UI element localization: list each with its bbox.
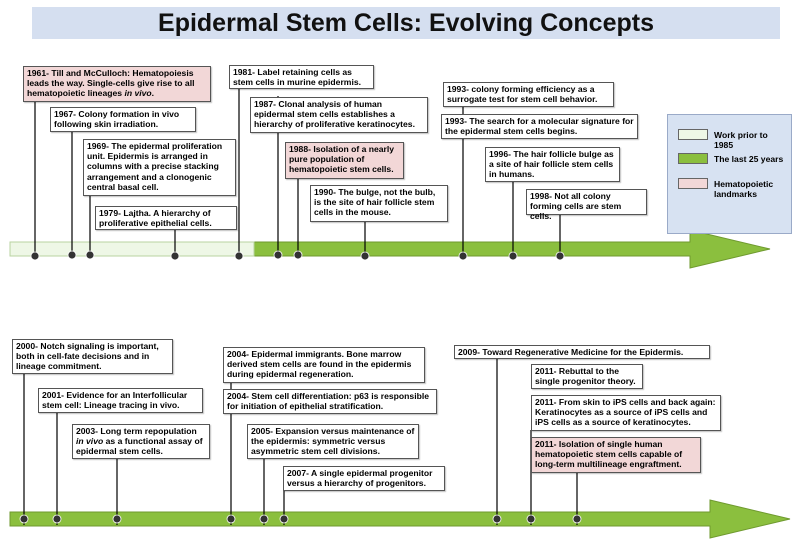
prior-work-segment (9, 241, 255, 257)
event-2009: 2009- Toward Regenerative Medicine for t… (454, 345, 710, 359)
event-2001: 2001- Evidence for an Interfollicular st… (38, 388, 203, 413)
legend-swatch-hematopoietic (678, 178, 708, 189)
page-title: Epidermal Stem Cells: Evolving Concepts (158, 8, 654, 37)
bottom-connectors (23, 357, 578, 525)
event-2011-rebuttal: 2011- Rebuttal to the single progenitor … (531, 364, 643, 389)
bottom-markers (19, 514, 582, 524)
event-1981: 1981- Label retaining cells as stem cell… (229, 65, 374, 89)
event-1969: 1969- The epidermal proliferation unit. … (83, 139, 236, 196)
event-2004-immigrants: 2004- Epidermal immigrants. Bone marrow … (223, 347, 425, 383)
event-1979: 1979- Lajtha. A hierarchy of proliferati… (95, 206, 237, 230)
event-1998: 1998- Not all colony forming cells are s… (526, 189, 647, 221)
event-1993-cfe: 1993- colony forming efficiency as a sur… (443, 82, 614, 107)
event-2003: 2003- Long term repopulation in vivo as … (72, 424, 210, 459)
legend-label-recent: The last 25 years (714, 154, 784, 164)
event-1988: 1988- Isolation of a nearly pure populat… (285, 142, 404, 179)
event-1990: 1990- The bulge, not the bulb, is the si… (310, 185, 448, 222)
event-1996: 1996- The hair follicle bulge as a site … (485, 147, 620, 182)
top-markers (30, 250, 565, 261)
event-2005: 2005- Expansion versus maintenance of th… (247, 424, 419, 459)
legend-label-hematopoietic: Hematopoietic landmarks (714, 179, 774, 200)
event-2011-ips: 2011- From skin to iPS cells and back ag… (531, 395, 721, 431)
event-1987: 1987- Clonal analysis of human epidermal… (250, 97, 428, 133)
top-connectors (34, 89, 561, 255)
event-1993-signature: 1993- The search for a molecular signatu… (441, 114, 638, 139)
timeline-arrow-bottom (9, 499, 791, 539)
event-2011-hsc: 2011- Isolation of single human hematopo… (531, 437, 701, 473)
legend-swatch-prior (678, 129, 708, 140)
event-2004-p63: 2004- Stem cell differentiation: p63 is … (223, 389, 437, 414)
event-2000: 2000- Notch signaling is important, both… (12, 339, 173, 374)
legend-swatch-recent (678, 153, 708, 164)
legend-label-prior: Work prior to 1985 (714, 130, 768, 151)
event-1967: 1967- Colony formation in vivo following… (50, 107, 196, 132)
event-2007: 2007- A single epidermal progenitor vers… (283, 466, 445, 491)
event-1961: 1961- Till and McCulloch: Hematopoiesis … (23, 66, 211, 102)
title-banner: Epidermal Stem Cells: Evolving Concepts (32, 7, 780, 39)
legend: Work prior to 1985 The last 25 years Hem… (667, 114, 792, 234)
